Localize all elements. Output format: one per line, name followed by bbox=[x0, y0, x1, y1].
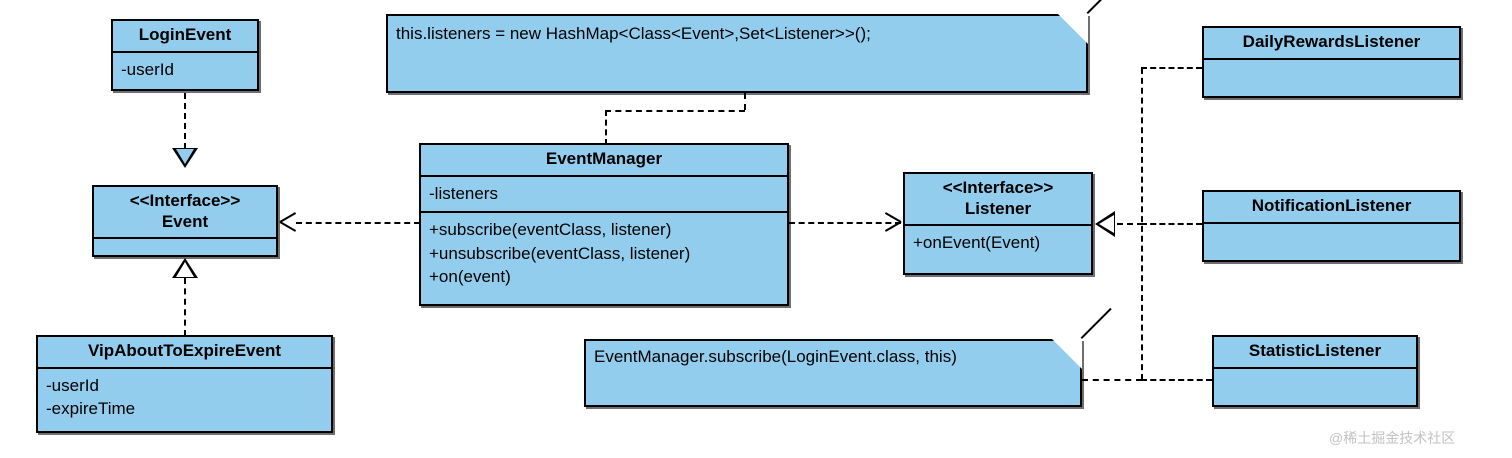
interface-title-event: <<Interface>> Event bbox=[94, 187, 276, 237]
class-box-vip-about-to-expire-event[interactable]: VipAboutToExpireEvent -userId -expireTim… bbox=[36, 335, 333, 433]
realization-branch-notification bbox=[1141, 223, 1202, 225]
class-box-event-manager[interactable]: EventManager -listeners +subscribe(event… bbox=[419, 143, 789, 306]
note-anchor-hashmap-segment-2 bbox=[605, 110, 745, 112]
class-box-statistic-listener[interactable]: StatisticListener bbox=[1212, 335, 1418, 407]
attribute-userid: -userId bbox=[121, 59, 174, 79]
class-attributes-event-manager: -listeners bbox=[421, 174, 787, 211]
class-title-daily-rewards-listener: DailyRewardsListener bbox=[1242, 32, 1421, 51]
note-hashmap[interactable]: this.listeners = new HashMap<Class<Event… bbox=[386, 0, 1118, 93]
method-on: +on(event) bbox=[429, 267, 511, 287]
note-anchor-subscribe bbox=[1082, 379, 1142, 381]
note-fold-icon bbox=[1052, 339, 1082, 369]
class-box-daily-rewards-listener[interactable]: DailyRewardsListener bbox=[1202, 26, 1461, 98]
class-title-event-manager: EventManager bbox=[545, 149, 663, 168]
attribute-userid: -userId bbox=[46, 375, 99, 395]
class-attributes-vip-about-to-expire-event: -userId -expireTime bbox=[38, 366, 331, 427]
realization-line-loginevent-event bbox=[184, 93, 186, 149]
realization-trunk-stub bbox=[1117, 223, 1143, 225]
method-subscribe: +subscribe(eventClass, listener) bbox=[429, 220, 672, 240]
class-title-notification-listener: NotificationListener bbox=[1251, 196, 1412, 215]
class-title-login-event: LoginEvent bbox=[138, 25, 232, 44]
attribute-listeners: -listeners bbox=[429, 183, 498, 203]
interface-name-event: Event bbox=[161, 211, 209, 231]
realization-arrowhead-vipevent-event bbox=[172, 258, 198, 278]
realization-branch-statistic bbox=[1141, 379, 1212, 381]
dependency-line-eventmanager-event bbox=[296, 222, 420, 224]
class-title-vip-about-to-expire-event: VipAboutToExpireEvent bbox=[87, 341, 281, 360]
watermark-text: @稀土掘金技术社区 bbox=[1329, 430, 1456, 446]
class-members-notification-listener bbox=[1204, 221, 1459, 256]
interface-members-event bbox=[94, 237, 276, 253]
note-hashmap-text: this.listeners = new HashMap<Class<Event… bbox=[396, 24, 871, 43]
realization-line-vipevent-event bbox=[184, 278, 186, 336]
stereotype-listener: <<Interface>> bbox=[942, 178, 1054, 197]
dependency-arrowhead-eventmanager-listener bbox=[884, 212, 902, 232]
class-attributes-login-event: -userId bbox=[113, 50, 257, 87]
class-methods-event-manager: +subscribe(eventClass, listener) +unsubs… bbox=[421, 211, 787, 294]
realization-branch-daily-rewards bbox=[1141, 67, 1202, 69]
note-subscribe-text: EventManager.subscribe(LoginEvent.class,… bbox=[594, 347, 957, 366]
note-fold-icon bbox=[1058, 14, 1088, 44]
note-anchor-hashmap-segment-1 bbox=[744, 93, 746, 110]
realization-arrowhead-listeners bbox=[1095, 211, 1115, 237]
note-fold-line-icon bbox=[1086, 0, 1118, 14]
method-onevent: +onEvent(Event) bbox=[913, 233, 1041, 253]
attribute-expiretime: -expireTime bbox=[46, 399, 136, 419]
interface-title-listener: <<Interface>> Listener bbox=[905, 174, 1091, 224]
class-box-login-event[interactable]: LoginEvent -userId bbox=[111, 19, 259, 91]
class-members-statistic-listener bbox=[1214, 366, 1416, 401]
interface-methods-listener: +onEvent(Event) bbox=[905, 224, 1091, 260]
interface-box-listener[interactable]: <<Interface>> Listener +onEvent(Event) bbox=[903, 172, 1093, 275]
interface-name-listener: Listener bbox=[964, 198, 1032, 218]
class-title-statistic-listener: StatisticListener bbox=[1248, 341, 1382, 360]
interface-box-event[interactable]: <<Interface>> Event bbox=[92, 185, 278, 257]
note-anchor-hashmap-segment-3 bbox=[605, 110, 607, 145]
method-unsubscribe: +unsubscribe(eventClass, listener) bbox=[429, 243, 691, 263]
dependency-arrowhead-eventmanager-event bbox=[279, 212, 297, 232]
dependency-line-eventmanager-listener bbox=[789, 222, 901, 224]
class-members-daily-rewards-listener bbox=[1204, 57, 1459, 92]
realization-arrowhead-loginevent-event bbox=[172, 148, 198, 168]
stereotype-event: <<Interface>> bbox=[129, 191, 241, 210]
note-subscribe[interactable]: EventManager.subscribe(LoginEvent.class,… bbox=[584, 307, 1112, 407]
note-fold-line-icon bbox=[1080, 307, 1112, 339]
class-box-notification-listener[interactable]: NotificationListener bbox=[1202, 190, 1461, 262]
